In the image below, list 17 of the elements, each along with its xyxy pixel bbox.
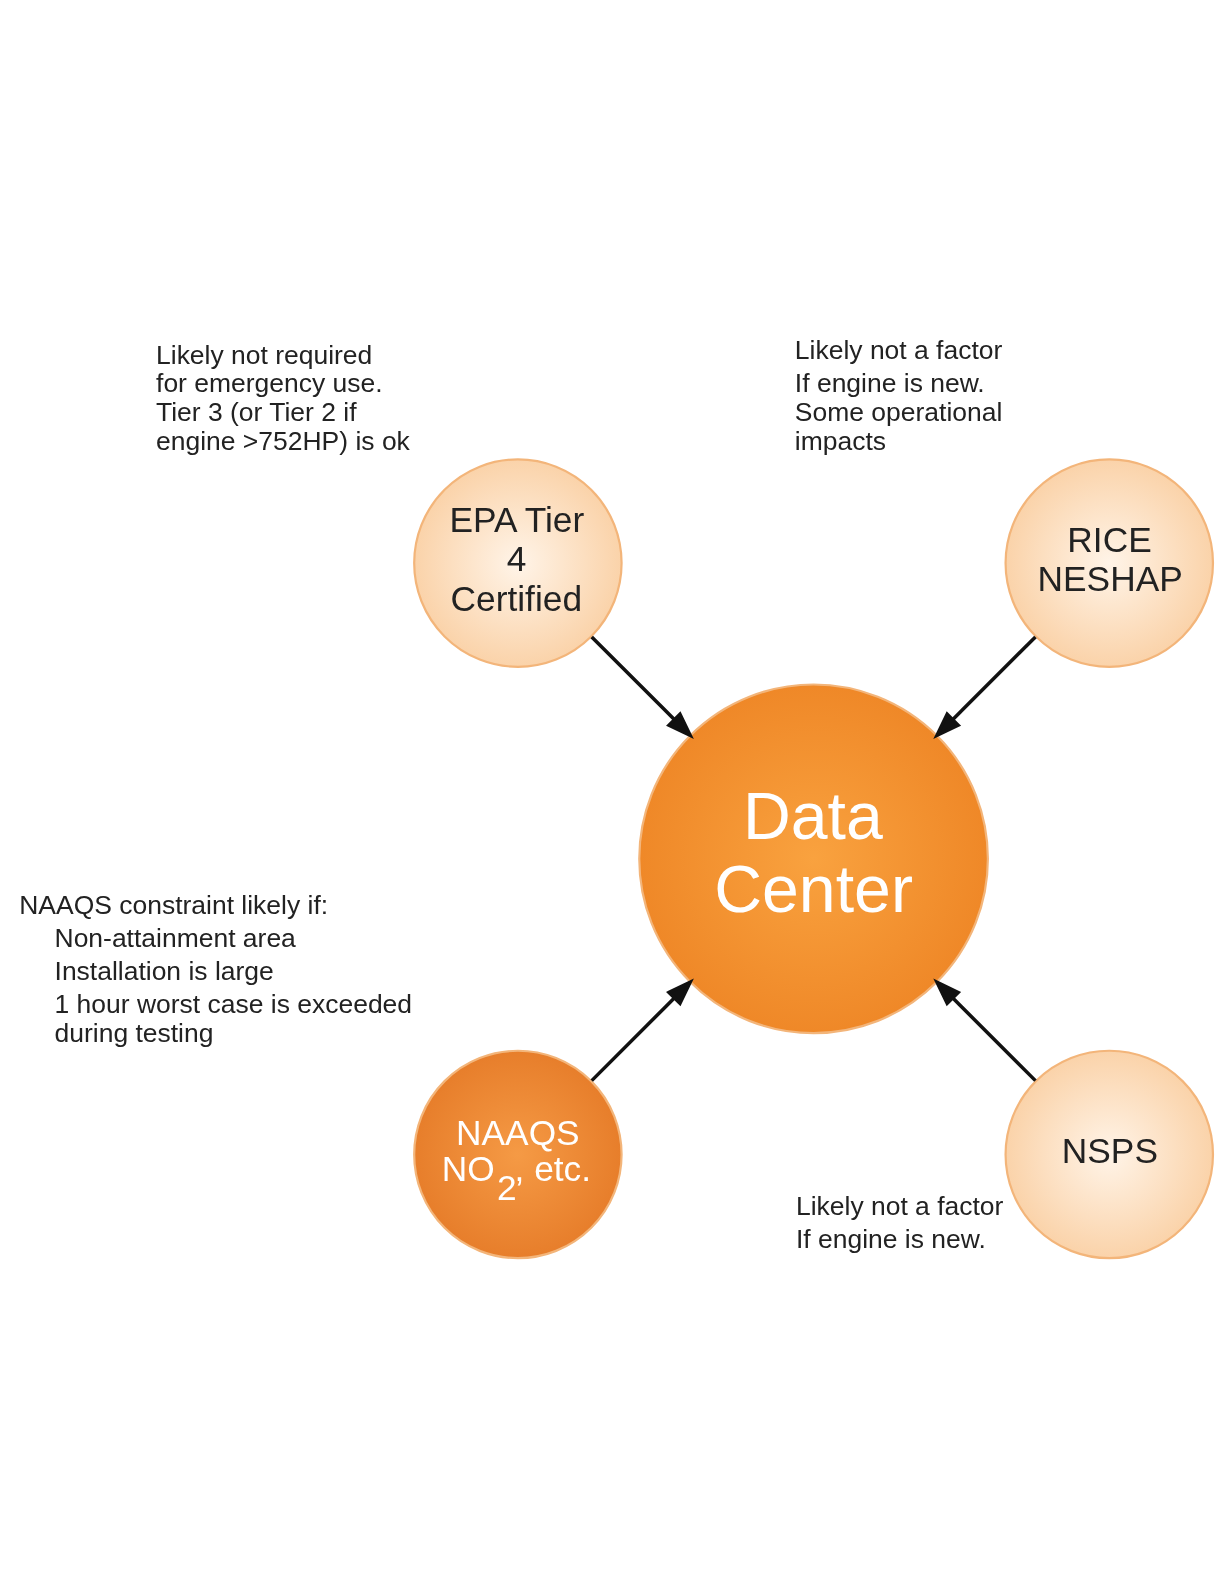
node-label: 1 hour worst case is exceeded during testing bbox=[54, 988, 413, 1048]
arrow bbox=[933, 978, 1037, 1082]
node-label: Non-attainment area bbox=[54, 922, 296, 953]
node-label: Likely not a factor bbox=[795, 1190, 1004, 1221]
node-label: Likely not a factor bbox=[794, 334, 1003, 365]
arrow bbox=[590, 635, 694, 739]
node-circle: RICE NESHAP bbox=[1004, 457, 1215, 668]
node-label: If engine is new. bbox=[795, 1223, 986, 1254]
arrow bbox=[933, 635, 1037, 739]
node-label: Likely not required for emergency use. Tier 3 (or Tier 2 if engine >752HP) is ok bbox=[156, 339, 410, 456]
node-circle: EPA Tier 4 Certified bbox=[413, 457, 623, 668]
arrow bbox=[590, 978, 694, 1082]
node-circle: NSPS bbox=[1004, 1049, 1215, 1259]
node-label: Installation is large bbox=[54, 955, 274, 986]
node-label: If engine is new. Some operational impacts bbox=[794, 367, 1003, 456]
node-circle: Data Center bbox=[638, 682, 989, 1034]
node-label: NAAQS constraint likely if: bbox=[19, 889, 329, 920]
